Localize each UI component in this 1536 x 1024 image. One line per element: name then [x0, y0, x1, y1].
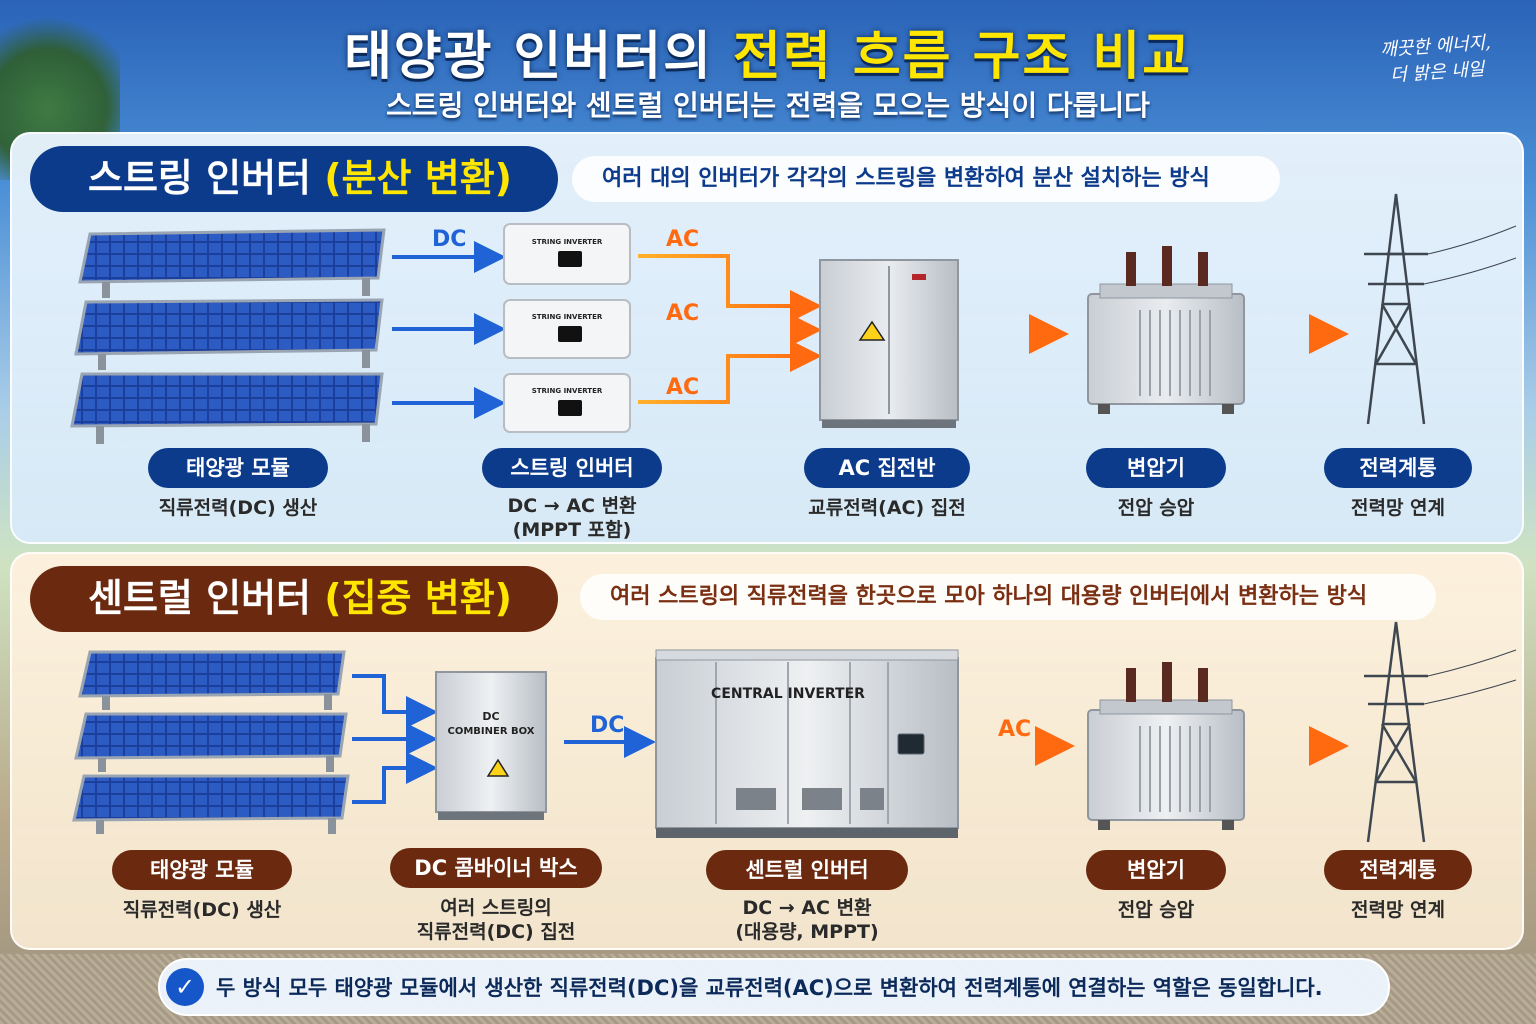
title-main: 태양광 인버터의: [343, 27, 734, 87]
inverter-1-text: STRING INVERTER: [532, 238, 603, 246]
stage-caption-solar-module: 직류전력(DC) 생산: [158, 497, 318, 519]
dc-label: DC: [590, 713, 624, 738]
string-inverter-2: STRING INVERTER: [503, 299, 631, 359]
solar-panel-row-1: [78, 650, 346, 710]
string-flow-diagram: DC STRING INVERTER STRING INVERTER STRIN…: [70, 193, 1517, 444]
combiner-text-1: DC: [482, 710, 499, 723]
central-inverter-panel: 센트럴 인버터 (집중 변환) 여러 스트링의 직류전력을 한곳으로 모아 하나…: [10, 552, 1524, 950]
string-title-highlight: (분산 변환): [324, 156, 513, 200]
string-inverter-1: STRING INVERTER: [503, 223, 631, 285]
stage-caption-central-inverter: DC → AC 변환: [742, 897, 872, 919]
central-inverter-text: CENTRAL INVERTER: [711, 686, 865, 702]
stage-caption2-string-inverter: (MPPT 포함): [512, 519, 632, 541]
stage-caption-grid: 전력망 연계: [1350, 899, 1445, 921]
combiner-text-2: COMBINER BOX: [448, 726, 535, 737]
footer-note: ✓ 두 방식 모두 태양광 모듈에서 생산한 직류전력(DC)을 교류전력(AC…: [158, 958, 1390, 1016]
stage-caption2-central-inverter: (대용량, MPPT): [735, 921, 879, 943]
header: 태양광 인버터의 전력 흐름 구조 비교 스트링 인버터와 센트럴 인버터는 전…: [0, 0, 1536, 130]
inverter-3-text: STRING INVERTER: [532, 387, 603, 395]
central-section-title: 센트럴 인버터 (집중 변환): [30, 566, 559, 632]
ac-combiner-cabinet: [819, 259, 959, 428]
solar-panel-row-3: [70, 372, 384, 444]
stage-caption-string-inverter: DC → AC 변환: [507, 495, 637, 517]
stage-caption-transformer: 전압 승압: [1117, 497, 1195, 519]
solar-panel-row-3: [72, 774, 350, 834]
string-section-title: 스트링 인버터 (분산 변환): [30, 146, 559, 212]
stage-label-solar-module: 태양광 모듈: [148, 448, 328, 488]
transformer-icon: [1087, 246, 1245, 414]
ac-arrows: [638, 254, 822, 404]
dc-combiner-box: DC COMBINER BOX: [435, 671, 547, 820]
ac-label-2: AC: [666, 301, 699, 326]
central-title-text: 센트럴 인버터: [88, 576, 325, 620]
central-title-highlight: (집중 변환): [324, 576, 513, 620]
ac-label-3: AC: [666, 375, 699, 400]
string-section-description: 여러 대의 인버터가 각각의 스트링을 변환하여 분산 설치하는 방식: [572, 156, 1280, 202]
stage-caption-dc-combiner: 여러 스트링의: [440, 897, 552, 919]
stage-label-transformer: 변압기: [1086, 448, 1226, 488]
check-icon: ✓: [166, 968, 204, 1006]
stage-label-solar-module: 태양광 모듈: [112, 850, 292, 890]
central-inverter-unit: CENTRAL INVERTER: [655, 649, 959, 838]
ac-label: AC: [998, 717, 1031, 742]
stage-caption-ac-combiner: 교류전력(AC) 집전: [808, 497, 966, 519]
central-flow-diagram: DC COMBINER BOX DC CENTRAL INVERTER AC: [72, 621, 1517, 843]
page-subtitle: 스트링 인버터와 센트럴 인버터는 전력을 모으는 방식이 다릅니다: [386, 89, 1150, 122]
stage-caption-solar-module: 직류전력(DC) 생산: [122, 899, 282, 921]
stage-label-transformer: 변압기: [1086, 850, 1226, 890]
transformer-icon: [1087, 662, 1245, 830]
stage-label-string-inverter: 스트링 인버터: [482, 448, 662, 488]
stage-label-grid: 전력계통: [1324, 448, 1472, 488]
string-inverter-3: STRING INVERTER: [503, 373, 631, 433]
transmission-tower-icon: [1364, 621, 1517, 843]
stage-label-ac-combiner: AC 집전반: [804, 448, 970, 488]
stage-label-central-inverter: 센트럴 인버터: [706, 850, 908, 890]
solar-panel-row-1: [78, 228, 386, 298]
stage-caption-transformer: 전압 승압: [1117, 899, 1195, 921]
footer-text: 두 방식 모두 태양광 모듈에서 생산한 직류전력(DC)을 교류전력(AC)으…: [216, 976, 1323, 1000]
stage-caption-grid: 전력망 연계: [1350, 497, 1445, 519]
solar-panel-row-2: [74, 298, 384, 370]
stage-label-dc-combiner: DC 콤바이너 박스: [390, 848, 602, 888]
inverter-2-text: STRING INVERTER: [532, 313, 603, 321]
transmission-tower-icon: [1364, 193, 1517, 425]
dc-string-arrows: [352, 674, 438, 804]
dc-label: DC: [432, 227, 466, 252]
string-title-text: 스트링 인버터: [88, 156, 325, 200]
ac-label-1: AC: [666, 227, 699, 252]
stage-caption2-dc-combiner: 직류전력(DC) 집전: [416, 921, 576, 943]
stage-label-grid: 전력계통: [1324, 850, 1472, 890]
slogan: 깨끗한 에너지, 더 밝은 내일: [1380, 30, 1494, 90]
dc-arrows: [392, 241, 506, 419]
central-section-description: 여러 스트링의 직류전력을 한곳으로 모아 하나의 대용량 인버터에서 변환하는…: [580, 574, 1436, 620]
page-title: 태양광 인버터의 전력 흐름 구조 비교: [0, 14, 1536, 89]
title-highlight: 전력 흐름 구조 비교: [733, 27, 1193, 87]
solar-panel-row-2: [74, 712, 348, 772]
string-inverter-panel: 스트링 인버터 (분산 변환) 여러 대의 인버터가 각각의 스트링을 변환하여…: [10, 132, 1524, 544]
